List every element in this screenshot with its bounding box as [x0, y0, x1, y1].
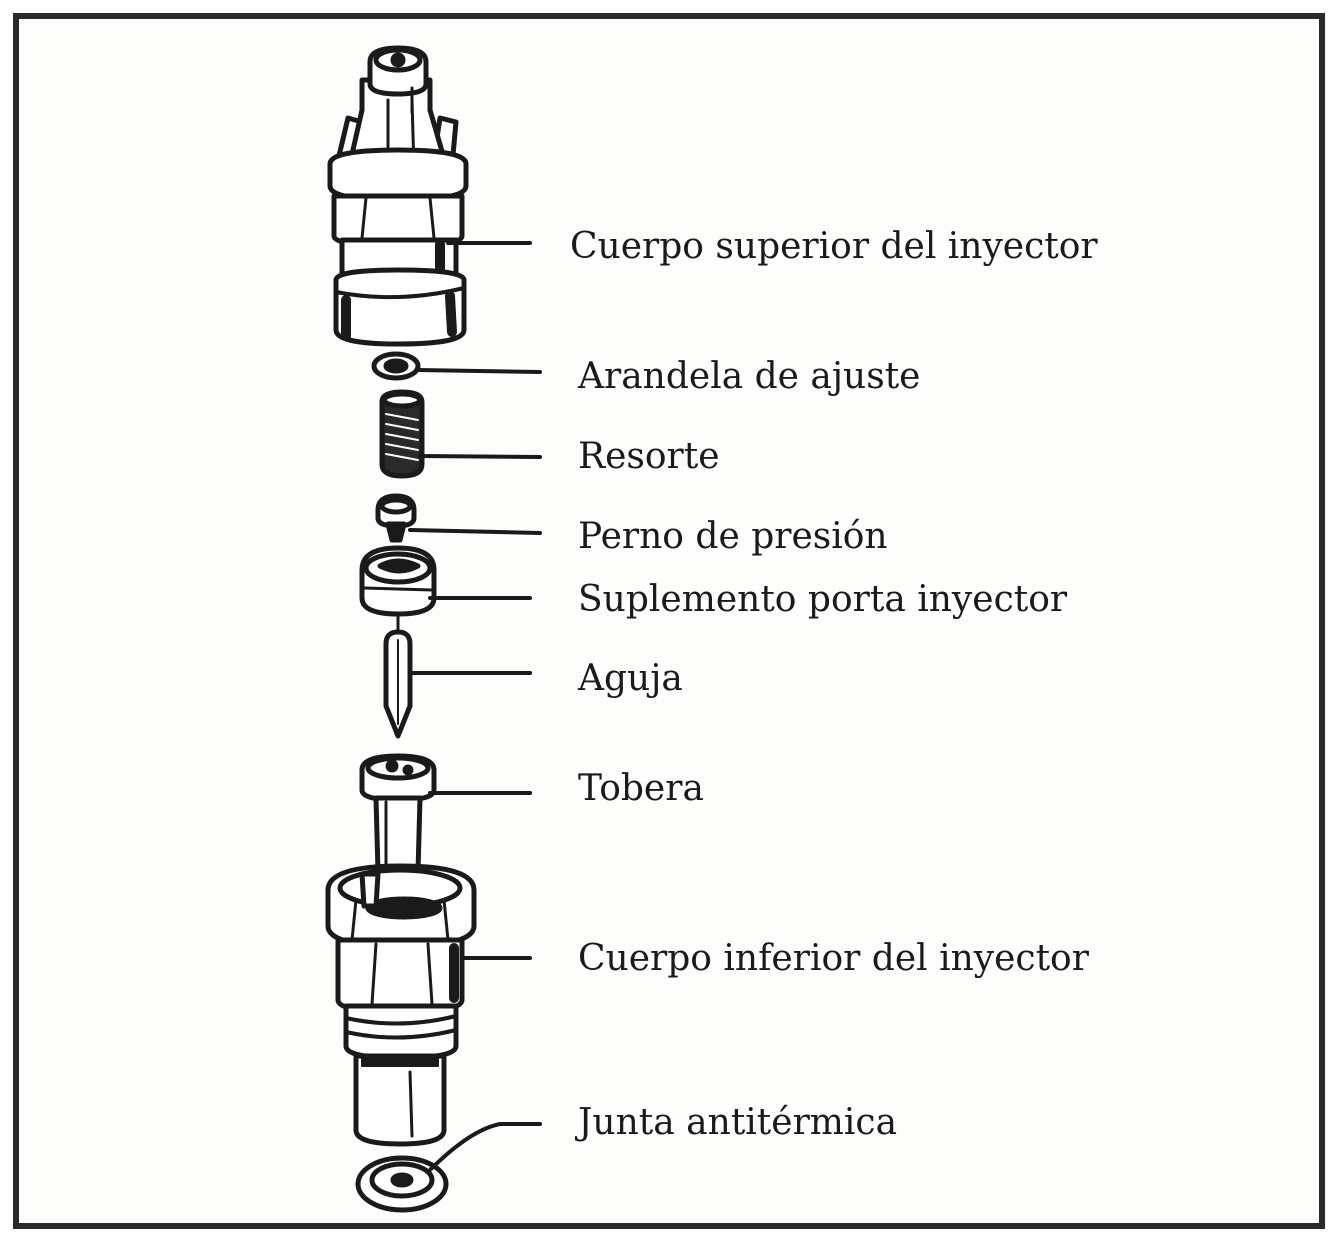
label-nozzle: Tobera	[578, 768, 704, 809]
label-pressure-pin: Perno de presión	[578, 516, 888, 557]
label-upper-body: Cuerpo superior del inyector	[570, 226, 1098, 267]
spring-drawing	[379, 389, 425, 479]
heat-gasket-drawing	[355, 1155, 449, 1213]
pressure-pin-drawing	[375, 493, 417, 543]
leader-line-heat-gasket	[428, 1122, 542, 1172]
nozzle-drawing	[359, 753, 437, 875]
label-needle: Aguja	[577, 658, 683, 699]
upper-body-drawing	[327, 45, 469, 347]
label-holder-shim: Suplemento porta inyector	[578, 579, 1068, 620]
diagram-frame	[13, 13, 1325, 1229]
leader-line-washer	[416, 368, 542, 374]
label-washer: Arandela de ajuste	[577, 356, 920, 397]
label-spring: Resorte	[578, 436, 720, 477]
washer-drawing	[371, 351, 421, 381]
label-heat-gasket: Junta antitérmica	[574, 1102, 897, 1143]
holder-shim-drawing	[359, 545, 437, 617]
needle-drawing	[383, 614, 413, 739]
leader-line-pressure-pin	[408, 528, 542, 535]
label-lower-body: Cuerpo inferior del inyector	[578, 938, 1090, 979]
leader-line-spring	[418, 454, 542, 459]
lower-body-drawing	[325, 863, 477, 1147]
